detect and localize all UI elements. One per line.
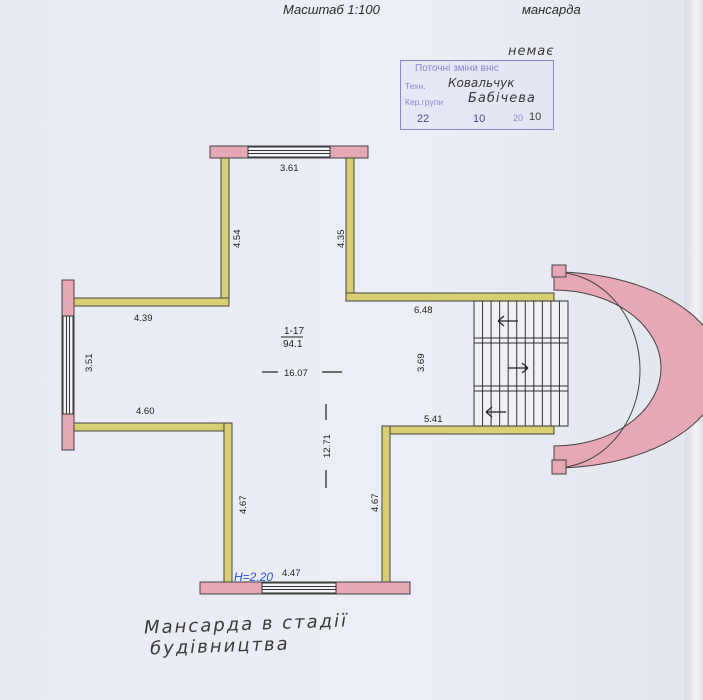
stamp-year-print: 20 [513,113,524,123]
stamp-annotation: немає [508,44,555,59]
dim-right-top-len: 6.48 [414,305,433,316]
dim-right-bottom-len: 5.41 [424,414,443,425]
wall-lower-left [71,422,233,432]
stamp-line2-label: Техн. [405,81,426,91]
arrow-right-icon [508,362,529,374]
dim-top-width: 3.61 [280,163,299,174]
height-note: H=2.20 [234,570,273,584]
dim-center-right: 3.69 [416,354,427,373]
wall-pink [335,581,411,595]
stamp-day: 22 [417,113,430,125]
room-label: 1-17 94.1 [281,326,304,350]
window-bottom [261,582,337,594]
dimension-labels: 3.61 4.54 4.35 4.39 6.48 3.51 16.07 3.69… [84,163,443,579]
dim-total-width: 16.07 [284,368,308,379]
wall-pink [209,145,249,159]
registration-stamp: Поточні зміни вніс Техн. Кер.групи 22 10… [400,60,554,130]
stair-arrows [485,315,529,418]
room-area: 94.1 [283,339,303,350]
pink-walls [61,145,411,595]
wall-top-arm-left [220,155,230,307]
dim-left-arm-bottom: 4.67 [238,496,249,515]
floor-label: мансарда [522,2,581,17]
wall-pink [329,145,369,159]
wall-pink [61,279,75,317]
wall-bottom-arm-left [223,422,233,586]
dim-left-bottom-len: 4.60 [136,406,155,417]
wall-pink [61,413,75,451]
windows [62,146,337,594]
dim-right-arm-bottom: 4.67 [370,494,381,513]
window-top [247,146,331,158]
wall-lower-right [381,425,555,435]
stamp-year-hand: 10 [529,111,542,123]
tower-post-top [551,264,567,278]
stamp-month: 10 [473,113,486,125]
tower-post-bottom [551,459,567,475]
stamp-signature-1: Ковальчук [448,76,515,90]
wall-bottom-arm-right [381,425,391,587]
room-code: 1-17 [284,326,304,337]
scale-label: Масштаб 1:100 [283,2,380,17]
dim-bottom-width: 4.47 [282,568,301,579]
dim-right-arm-top: 4.35 [336,230,347,249]
dimension-markers [262,371,342,488]
wall-top-arm-right [345,155,355,301]
dim-left-arm-top: 4.54 [232,230,243,249]
staircase [473,300,569,427]
stamp-line1: Поточні зміни вніс [415,63,499,74]
stamp-signature-2: Бабічева [468,91,536,106]
arrow-left-icon [497,315,518,327]
arrow-left-icon [485,406,506,418]
stamp-line3-label: Кер.групи [405,97,444,107]
dim-left-top-len: 4.39 [134,313,153,324]
wall-upper-right [345,292,555,302]
dim-left-end: 3.51 [84,354,95,373]
wall-upper-left [71,297,230,307]
window-left [62,315,74,415]
dim-total-height: 12.71 [322,434,333,458]
stair-tower-wall [553,271,703,469]
